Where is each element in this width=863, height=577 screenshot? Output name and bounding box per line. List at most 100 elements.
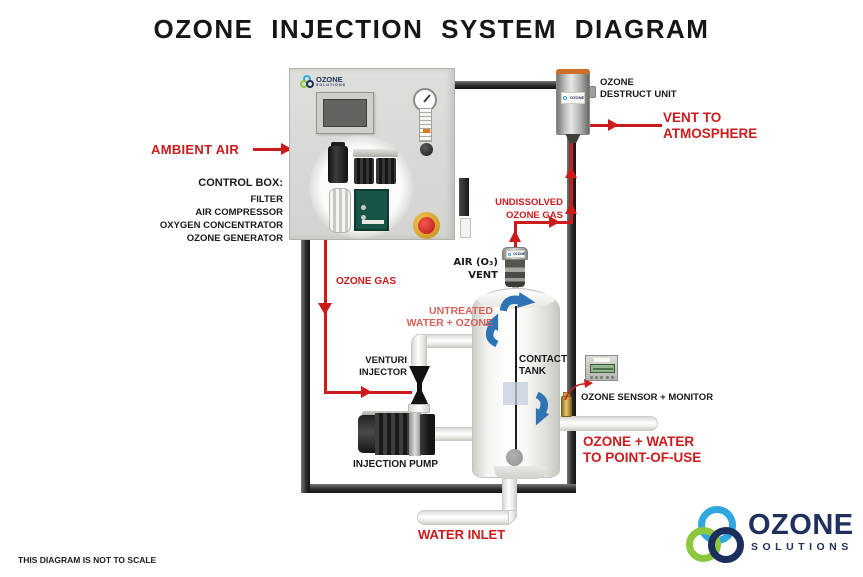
ambient-air-arrow-icon: [281, 143, 292, 155]
venturi-injector-device: [409, 366, 430, 408]
gauge-needle-icon: [423, 94, 431, 103]
control-box-screen: [316, 92, 374, 134]
sensor-to-monitor-arrow-icon: [564, 379, 593, 401]
filter-canister: [328, 146, 348, 183]
monitor-button-icon: [606, 376, 609, 379]
control-box-item-filter: FILTER: [250, 194, 283, 206]
monitor-button-icon: [600, 376, 603, 379]
pipe-venturi-riser: [411, 334, 427, 370]
brand-ring-navy-icon: [708, 527, 744, 563]
pump-head: [420, 414, 435, 455]
air-vent-body: [505, 260, 525, 287]
control-box-item-air-compressor: AIR COMPRESSOR: [195, 207, 283, 219]
tank-circulation-arrow-icon: [535, 391, 550, 426]
flow-meter: [419, 108, 432, 142]
injection-pump: [358, 411, 435, 457]
pcb-slot: [362, 220, 384, 224]
control-box-item-oxygen-concentrator: OXYGEN CONCENTRATOR: [159, 220, 283, 232]
control-box: OZONE SOLUTIONS: [289, 68, 455, 240]
emergency-stop-button: [413, 212, 440, 239]
monitor-button-icon: [611, 376, 614, 379]
brand-subname-small: SOLUTIONS: [316, 83, 346, 87]
flow-meter-float: [423, 129, 430, 133]
injection-pump-label: INJECTION PUMP: [353, 459, 439, 470]
brand-name-tiny: OZONE: [570, 95, 585, 100]
oxygen-concentrator-cylinder: [329, 188, 351, 233]
tank-window: [503, 382, 528, 405]
air-compressor-block-2: [376, 158, 396, 184]
ozone-gas-label: OZONE GAS: [336, 276, 397, 287]
brand-name-small: OZONE: [316, 75, 343, 84]
ozone-water-point-of-use-label: OZONE + WATER TO POINT-OF-USE: [583, 434, 702, 465]
undissolved-riser-line: [570, 135, 573, 224]
air-compressor-block-1: [354, 158, 374, 184]
water-inlet-label: WATER INLET: [418, 527, 506, 542]
control-box-screen-display: [323, 99, 367, 127]
vent-atmosphere-arrow-icon: [608, 119, 619, 131]
ozone-gas-line-vertical: [324, 240, 327, 394]
ozone-generator-board: [354, 189, 389, 231]
control-box-brand-logo: OZONE SOLUTIONS: [300, 75, 360, 91]
frame-pipe-right: [567, 84, 576, 493]
brand-ring-navy-icon: [306, 80, 314, 88]
pipe-point-of-use: [548, 416, 658, 431]
control-box-heading: CONTROL BOX:: [198, 177, 283, 189]
venturi-union-nut: [408, 404, 430, 413]
ozone-sensor-monitor-label: OZONE SENSOR + MONITOR: [581, 392, 714, 403]
tank-pedestal: [494, 466, 546, 479]
ozone-destruct-unit: OZONE: [556, 69, 590, 135]
vent-arrow-right-icon: [549, 216, 560, 228]
air-vent-label: AIR (O₃) VENT: [453, 257, 498, 281]
destruct-unit-outlet: [565, 134, 581, 143]
pump-motor-cap: [358, 415, 376, 453]
riser-arrow-up-icon-2: [565, 202, 577, 214]
flow-control-knob: [420, 143, 433, 156]
ozone-gas-arrow-down-icon: [318, 303, 332, 315]
pcb-dot-icon: [361, 205, 366, 210]
page-title: OZONE INJECTION SYSTEM DIAGRAM: [153, 14, 710, 44]
brand-subname: SOLUTIONS: [751, 541, 853, 553]
vent-arrow-up-icon: [509, 230, 521, 242]
contact-tank-label: CONTACT TANK: [519, 354, 568, 377]
frame-pipe-top: [455, 81, 569, 89]
monitor-button-icon: [590, 376, 593, 379]
not-to-scale-note: THIS DIAGRAM IS NOT TO SCALE: [18, 555, 157, 565]
brand-ring-blue-icon: [508, 253, 511, 256]
emergency-stop-red-cap: [418, 217, 435, 234]
frame-pipe-left: [301, 240, 310, 493]
control-box-side-label: [460, 218, 471, 238]
destruct-unit-fitting: [589, 86, 596, 98]
undissolved-ozone-gas-label: UNDISSOLVED OZONE GAS: [495, 197, 563, 221]
tank-circulation-arrow-icon: [499, 292, 536, 312]
ozone-gas-arrow-right-icon: [361, 386, 372, 398]
pump-motor-body: [375, 413, 410, 455]
brand-name: OZONE: [748, 509, 854, 541]
untreated-water-ozone-label: UNTREATED WATER + OZONE: [406, 305, 493, 329]
monitor-button-icon: [595, 376, 598, 379]
control-box-item-ozone-generator: OZONE GENERATOR: [186, 233, 283, 245]
ozone-destruct-unit-label: OZONE DESTRUCT UNIT: [600, 77, 677, 100]
frame-pipe-bottom: [301, 484, 576, 493]
destruct-unit-rim: [556, 69, 590, 74]
destruct-unit-brand-sticker: OZONE: [561, 92, 585, 104]
tank-center-line: [515, 306, 517, 456]
ozone-monitor: [585, 355, 618, 381]
pipe-water-inlet: [417, 510, 509, 525]
control-box-legend: CONTROL BOX: FILTER AIR COMPRESSOR OXYGE…: [150, 177, 283, 245]
pcb-dot-icon: [361, 215, 366, 220]
control-box-side-bracket: [459, 178, 469, 216]
brand-logo: OZONE SOLUTIONS: [684, 502, 859, 564]
ambient-air-label: AMBIENT AIR: [151, 142, 240, 157]
pipe-venturi-to-tank: [420, 334, 478, 348]
tank-circulation-arrow-icon: [484, 313, 499, 348]
vent-atmosphere-line: [590, 124, 662, 127]
air-vent-cap: OZONE: [502, 247, 528, 260]
brand-name-tiny: OZONE: [513, 252, 526, 256]
pump-coupling: [409, 413, 421, 456]
ambient-air-line: [253, 148, 291, 151]
compressor-top-strip: [353, 149, 398, 157]
monitor-brand-sticker: [594, 358, 610, 362]
air-vent-brand-sticker: OZONE: [506, 250, 525, 258]
vent-line-horizontal: [514, 221, 572, 224]
